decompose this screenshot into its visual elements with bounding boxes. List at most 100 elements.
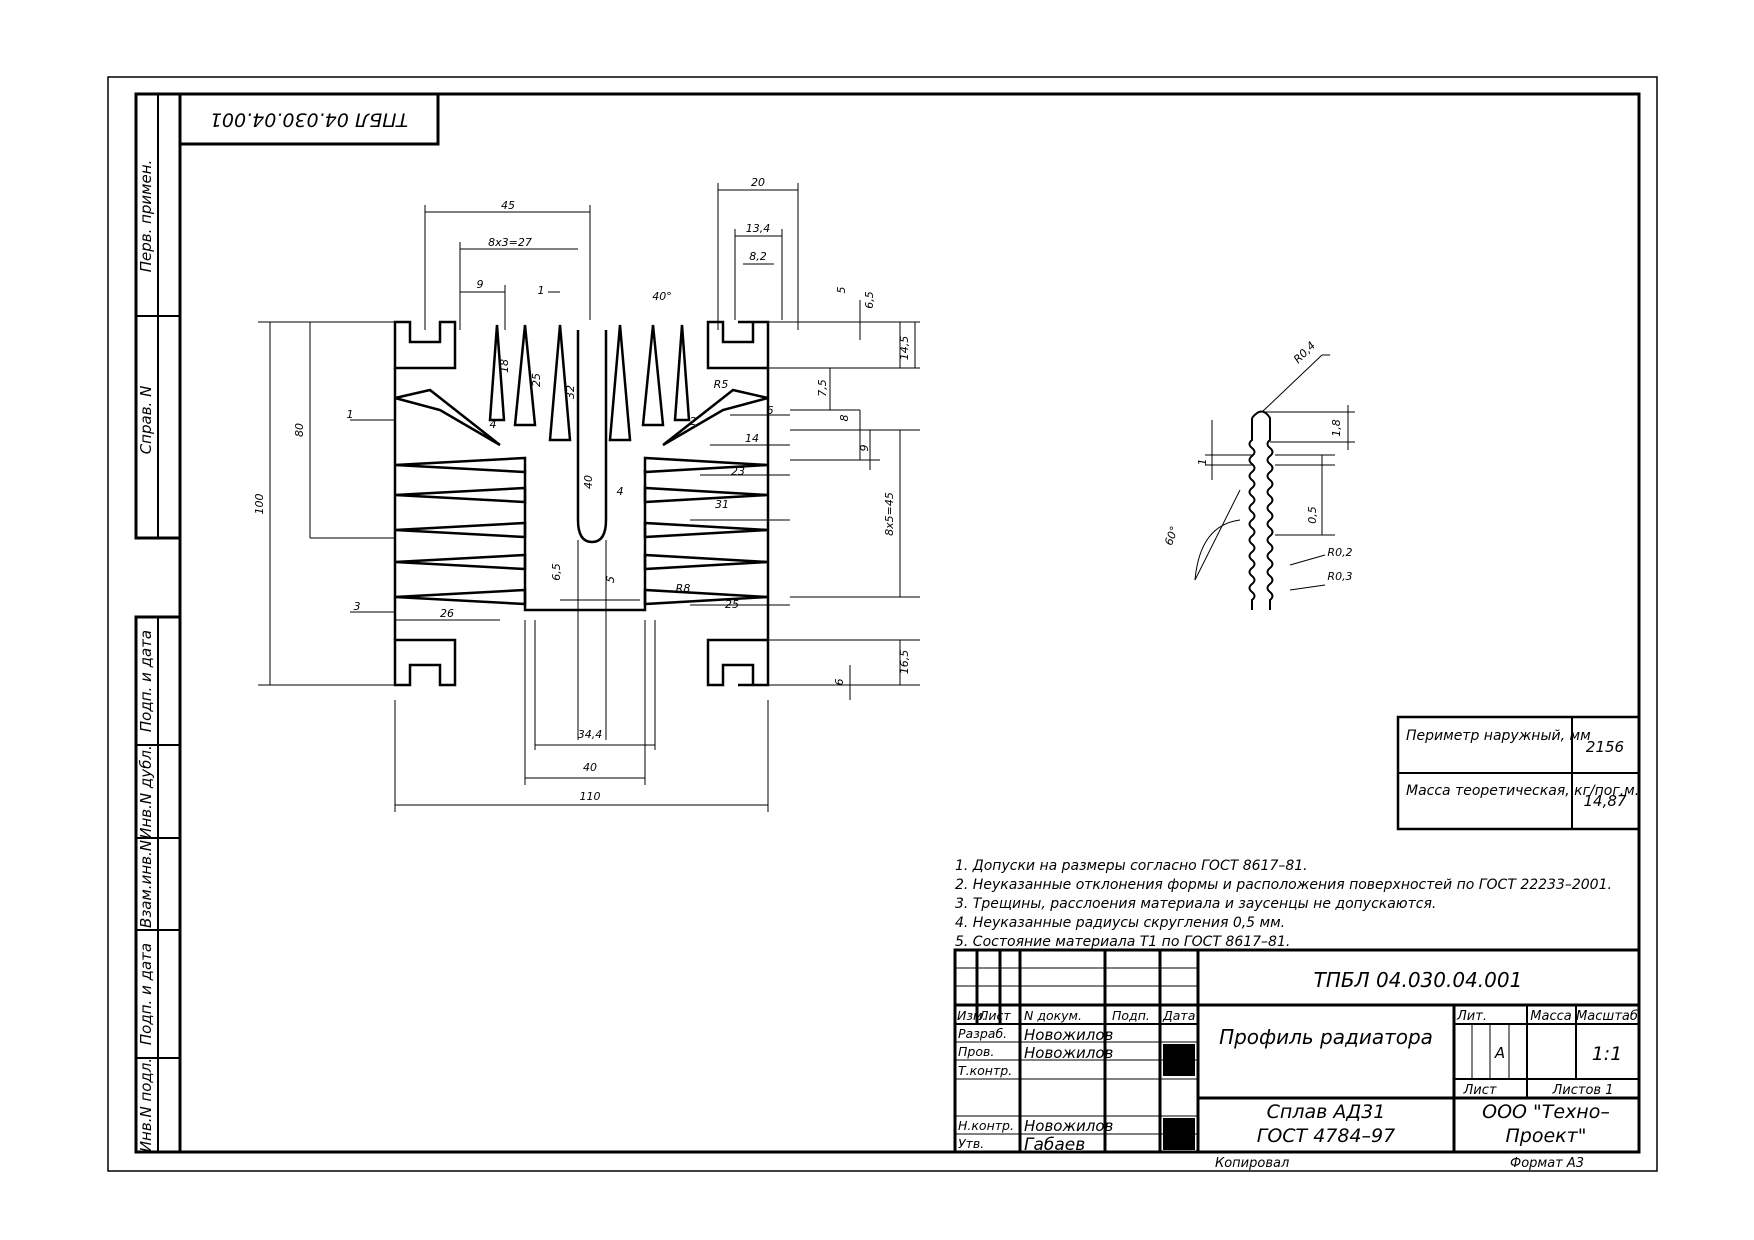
detail-0-5: 0,5	[1306, 506, 1319, 524]
dim-r4: 4	[490, 418, 497, 431]
dim-1-left: 1	[347, 408, 354, 421]
dim-31: 31	[715, 498, 729, 511]
detail-1: 1	[1196, 459, 1209, 466]
sprav-label: Справ. N	[137, 386, 155, 455]
nkontr-label: Н.контр.	[958, 1118, 1014, 1133]
col-izm: Изм.	[957, 1008, 986, 1023]
dim-8x3: 8х3=27	[488, 236, 532, 249]
dim-16-5: 16,5	[898, 650, 911, 675]
vzam-inv-label: Взам.инв.N	[137, 840, 155, 928]
dim-20: 20	[751, 176, 765, 189]
inv-podl-label: Инв.N подл.	[137, 1058, 155, 1152]
perv-primen-label: Перв. примен.	[137, 160, 155, 273]
title-doc-code: ТПБЛ 04.030.04.001	[1314, 968, 1523, 992]
dim-r2: 2	[690, 415, 697, 428]
listov-label: Листов 1	[1552, 1083, 1614, 1098]
dim-14: 14	[745, 432, 759, 445]
lit-label: Лит.	[1456, 1009, 1487, 1024]
masshtab-label: Масштаб	[1576, 1009, 1638, 1024]
prop-mass-label: Масса теоретическая, кг/пог.м.	[1406, 783, 1639, 799]
prov-name: Новожилов	[1024, 1044, 1114, 1062]
dim-23: 23	[731, 465, 745, 478]
main-dimensions	[258, 183, 920, 812]
title-org-2: Проект"	[1506, 1125, 1587, 1147]
fin-detail-dimensions	[1194, 354, 1355, 591]
fin-detail-labels: R0,4 1,8 1 0,5 60° R0,2 R0,3	[1162, 339, 1352, 583]
dim-3-left: 3	[354, 600, 361, 613]
dim-25-vertical: 25	[530, 373, 543, 387]
title-part-name: Профиль радиатора	[1219, 1025, 1433, 1049]
nkontr-name: Новожилов	[1024, 1117, 1114, 1135]
detail-r0-2: R0,2	[1327, 546, 1352, 559]
title-material-2: ГОСТ 4784–97	[1257, 1125, 1395, 1147]
kopiroval-label: Копировал	[1215, 1156, 1289, 1171]
massa-label: Масса	[1530, 1009, 1571, 1024]
title-org-1: ООО "Техно–	[1482, 1101, 1610, 1123]
podp-data-1-label: Подп. и дата	[137, 630, 155, 732]
dim-40deg: 40°	[652, 290, 672, 303]
dim-13-4: 13,4	[746, 222, 771, 235]
lit-value: А	[1494, 1044, 1505, 1062]
detail-1-8: 1,8	[1330, 419, 1343, 437]
radiator-profile	[393, 320, 770, 687]
dim-8: 8	[838, 415, 851, 422]
technical-notes: 1. Допуски на размеры согласно ГОСТ 8617…	[955, 858, 1612, 950]
col-ndok: N докум.	[1024, 1008, 1082, 1023]
utv-name: Габаев	[1024, 1135, 1085, 1155]
note-2: 2. Неуказанные отклонения формы и распол…	[955, 877, 1612, 893]
prop-mass-value: 14,87	[1584, 792, 1627, 810]
dim-34-4: 34,4	[578, 728, 603, 741]
dim-6-bottom: 6	[833, 679, 846, 686]
title-material-1: Сплав АД31	[1267, 1101, 1386, 1123]
dim-8x5: 8х5=45	[883, 492, 896, 536]
col-data: Дата	[1162, 1008, 1195, 1023]
frame-border	[178, 92, 1641, 1154]
note-4: 4. Неуказанные радиусы скругления 0,5 мм…	[955, 915, 1285, 931]
dim-80: 80	[293, 423, 306, 437]
note-5: 5. Состояние материала Т1 по ГОСТ 8617–8…	[955, 934, 1290, 950]
dim-5: 5	[835, 287, 848, 294]
dim-r5: R5	[714, 378, 729, 391]
date-fill-nkontr	[1163, 1118, 1195, 1150]
date-fill-razrab	[1163, 1044, 1195, 1076]
razrab-label: Разраб.	[958, 1026, 1007, 1041]
dim-9b: 9	[858, 445, 871, 452]
list-label: Лист	[1463, 1083, 1497, 1098]
inv-dubl-label: Инв.N дубл.	[137, 745, 155, 838]
top-stamp-code: ТПБЛ 04.030.04.001	[210, 109, 408, 131]
utv-label: Утв.	[958, 1136, 984, 1151]
prov-label: Пров.	[958, 1044, 994, 1059]
podp-data-2-label: Подп. и дата	[137, 943, 155, 1045]
dim-r8: R8	[676, 582, 691, 595]
main-dimension-labels: 45 8х3=27 9 1 40° 20 13,4 8,2 5 6,5 14,5…	[253, 176, 911, 803]
title-block: ТПБЛ 04.030.04.001 Профиль радиатора Спл…	[953, 948, 1641, 1155]
dim-6-right: 6	[767, 404, 774, 417]
dim-25: 25	[725, 598, 739, 611]
dim-100: 100	[253, 494, 266, 515]
dim-8-2: 8,2	[749, 250, 767, 263]
note-3: 3. Трещины, расслоения материала и заусе…	[955, 896, 1436, 912]
sheet-border	[107, 76, 1658, 1172]
dim-7-5: 7,5	[816, 379, 829, 397]
format-label: Формат А3	[1510, 1156, 1584, 1171]
col-list: Лист	[978, 1008, 1011, 1023]
dim-40-vertical: 40	[582, 475, 595, 489]
detail-r0-3: R0,3	[1327, 570, 1352, 583]
note-1: 1. Допуски на размеры согласно ГОСТ 8617…	[955, 858, 1308, 874]
dim-6-5-bottom: 6,5	[550, 563, 563, 581]
prop-perimeter-value: 2156	[1586, 738, 1624, 756]
properties-table: Периметр наружный, мм 2156 Масса теорети…	[1396, 715, 1641, 831]
left-strip: Перв. примен. Справ. N Подп. и дата Инв.…	[134, 92, 182, 1154]
razrab-name: Новожилов	[1024, 1026, 1114, 1044]
dim-26: 26	[440, 607, 454, 620]
top-stamp: ТПБЛ 04.030.04.001	[178, 92, 440, 146]
prop-perimeter-label: Периметр наружный, мм	[1406, 728, 1591, 744]
dim-9: 9	[477, 278, 484, 291]
dim-32: 32	[564, 385, 577, 399]
dim-1: 1	[538, 284, 545, 297]
dim-6-5: 6,5	[863, 291, 876, 309]
col-podp: Подп.	[1112, 1008, 1150, 1023]
dim-40: 40	[583, 761, 597, 774]
detail-angle-60: 60°	[1162, 524, 1181, 547]
